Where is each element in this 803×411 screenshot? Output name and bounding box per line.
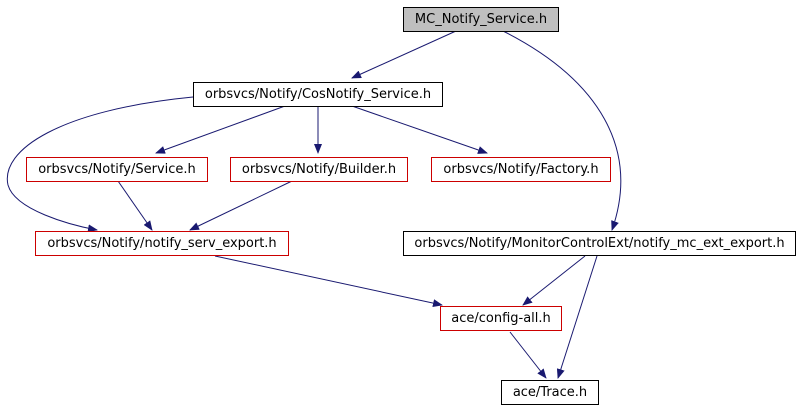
edge-mc-to-mc-ext-export <box>502 30 622 231</box>
edge-cosnotify-to-notify-serv-export <box>6 96 194 233</box>
node-trace[interactable]: ace/Trace.h <box>501 380 599 405</box>
edge-builder-to-notify-serv-export <box>189 180 293 231</box>
edge-mc-to-cosnotify <box>351 30 457 79</box>
edge-mc-ext-export-to-config-all <box>522 255 586 306</box>
node-cosnotify-service[interactable]: orbsvcs/Notify/CosNotify_Service.h <box>193 82 443 107</box>
node-service[interactable]: orbsvcs/Notify/Service.h <box>26 157 208 182</box>
edge-config-all-to-trace <box>509 331 547 379</box>
edge-service-to-notify-serv-export <box>117 180 153 231</box>
node-builder[interactable]: orbsvcs/Notify/Builder.h <box>230 157 408 182</box>
node-factory[interactable]: orbsvcs/Notify/Factory.h <box>431 157 611 182</box>
edge-mc-ext-export-to-trace <box>556 255 598 379</box>
node-mc-notify-service[interactable]: MC_Notify_Service.h <box>403 7 559 32</box>
node-config-all[interactable]: ace/config-all.h <box>440 306 562 331</box>
edge-cosnotify-to-service <box>155 105 286 154</box>
edge-cosnotify-to-factory <box>351 105 488 154</box>
node-notify-serv-export[interactable]: orbsvcs/Notify/notify_serv_export.h <box>35 231 289 256</box>
edge-notify-serv-export-to-config-all <box>214 255 443 308</box>
node-notify-mc-ext-export[interactable]: orbsvcs/Notify/MonitorControlExt/notify_… <box>403 231 796 256</box>
